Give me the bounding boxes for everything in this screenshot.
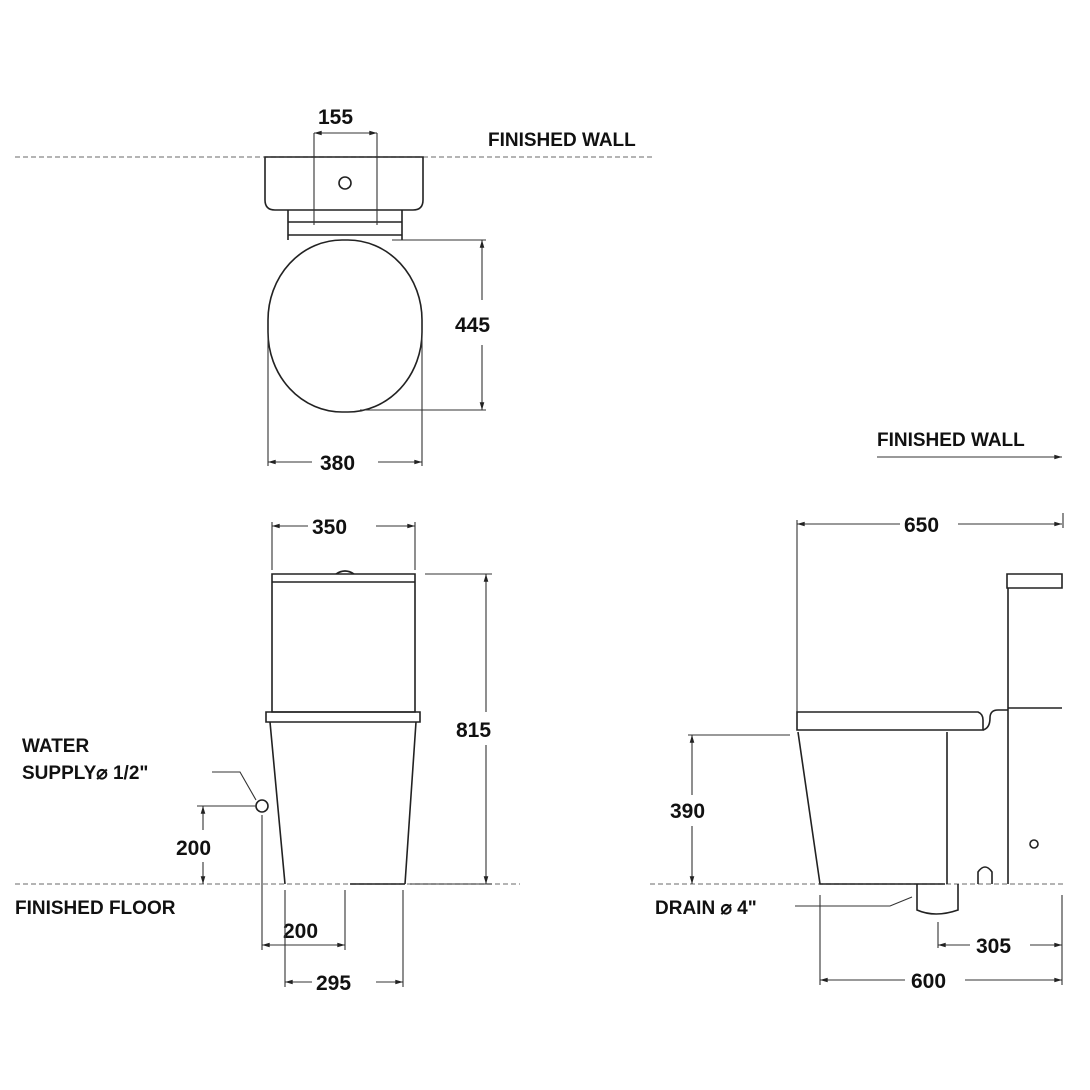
water-supply-label-line1: WATER [22, 736, 89, 757]
dim-390: 390 [670, 800, 705, 823]
bowl-side [797, 731, 948, 885]
water-supply-icon [255, 799, 269, 813]
dim-815: 815 [456, 719, 491, 742]
seat-side [796, 711, 984, 731]
dim-650: 650 [904, 514, 939, 537]
dim-295: 295 [316, 972, 351, 995]
tank-side [1006, 573, 1063, 884]
dim-380: 380 [320, 452, 355, 475]
tank-front [271, 573, 416, 713]
seat-front [265, 711, 421, 723]
floor-fixing-icon [977, 866, 993, 884]
finished-floor-label: FINISHED FLOOR [15, 898, 176, 919]
drain-outlet [916, 884, 959, 915]
dim-155: 155 [318, 106, 353, 129]
dim-200-vertical: 200 [176, 837, 211, 860]
water-supply-label-line2: SUPPLY⌀ 1/2" [22, 763, 148, 784]
dim-305: 305 [976, 935, 1011, 958]
side-view: FINISHED WALL 650 DRAIN ⌀ 4" 390 305 60 [650, 430, 1065, 993]
supply-inlet-icon [1029, 839, 1039, 849]
finished-wall-side-label: FINISHED WALL [877, 430, 1025, 451]
bowl-front [269, 721, 417, 885]
tank-neck [287, 210, 403, 240]
drain-label: DRAIN ⌀ 4" [655, 898, 757, 919]
top-view: FINISHED WALL 155 445 380 [15, 106, 655, 475]
dim-200-horizontal: 200 [283, 920, 318, 943]
flush-button-icon [338, 176, 352, 190]
dim-445: 445 [455, 314, 490, 337]
front-view: FINISHED FLOOR 350 815 WATER SUPPLY⌀ 1/2… [15, 516, 520, 995]
dim-350: 350 [312, 516, 347, 539]
finished-wall-label: FINISHED WALL [488, 130, 636, 151]
dim-600: 600 [911, 970, 946, 993]
tank-top [264, 156, 424, 211]
seat-outline [267, 239, 423, 413]
